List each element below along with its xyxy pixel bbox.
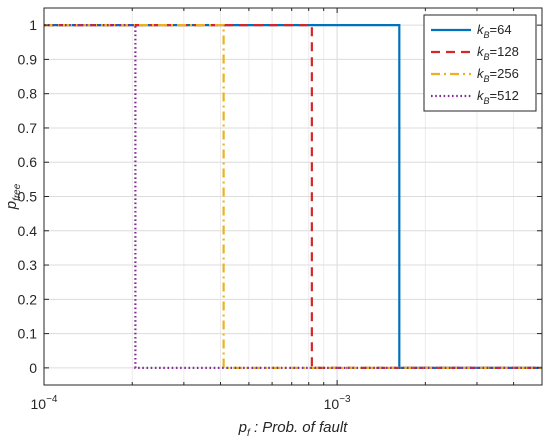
x-tick-label-base: 10 bbox=[31, 396, 47, 412]
x-axis-label-main: p bbox=[238, 419, 247, 436]
y-tick-label: 1 bbox=[29, 17, 37, 33]
legend-entry-sub: B bbox=[484, 52, 490, 62]
legend-entry-main: k bbox=[477, 22, 485, 37]
legend-entry-rest: =64 bbox=[490, 22, 512, 37]
y-tick-label: 0.8 bbox=[18, 86, 38, 102]
legend-entry-rest: =512 bbox=[490, 88, 519, 103]
x-axis-label-sub: f bbox=[247, 428, 251, 439]
y-tick-label: 0.7 bbox=[18, 120, 38, 136]
legend-entry-sub: B bbox=[484, 96, 490, 106]
y-tick-label: 0.6 bbox=[18, 154, 38, 170]
legend-entry-rest: =256 bbox=[490, 66, 519, 81]
series-layer bbox=[44, 24, 542, 369]
legend-entry-2: kB=128 bbox=[477, 44, 519, 62]
legend-entry-main: k bbox=[477, 44, 485, 59]
y-tick-label: 0.4 bbox=[18, 223, 38, 239]
y-tick-label: 0.2 bbox=[18, 291, 38, 307]
x-tick-label-exp: −4 bbox=[46, 394, 58, 405]
series-line-3 bbox=[44, 24, 542, 369]
legend-entry-sub: B bbox=[484, 30, 490, 40]
x-axis-label: pf : Prob. of fault bbox=[238, 419, 349, 439]
y-axis-label-main: p bbox=[3, 201, 20, 210]
x-tick-label-base: 10 bbox=[324, 396, 340, 412]
x-tick-label: 10−3 bbox=[324, 394, 351, 412]
legend-entry-main: k bbox=[477, 66, 485, 81]
legend-entry-1: kB=64 bbox=[477, 22, 512, 40]
y-tick-label: 0.9 bbox=[18, 51, 38, 67]
legend-entry-4: kB=512 bbox=[477, 88, 519, 106]
y-axis-label: pfree bbox=[3, 183, 23, 210]
x-tick-label-exp: −3 bbox=[339, 394, 351, 405]
y-tick-label: 0.3 bbox=[18, 257, 38, 273]
legend-entry-rest: =128 bbox=[490, 44, 519, 59]
y-axis-label-sub: free bbox=[12, 183, 23, 201]
y-tick-label: 0.5 bbox=[18, 189, 38, 205]
y-tick-label: 0.1 bbox=[18, 326, 38, 342]
legend-entry-3: kB=256 bbox=[477, 66, 519, 84]
x-axis-label-rest: : Prob. of fault bbox=[250, 419, 348, 436]
legend-entry-main: k bbox=[477, 88, 485, 103]
y-tick-label: 0 bbox=[29, 360, 37, 376]
x-tick-label: 10−4 bbox=[31, 394, 58, 412]
legend-entry-sub: B bbox=[484, 74, 490, 84]
